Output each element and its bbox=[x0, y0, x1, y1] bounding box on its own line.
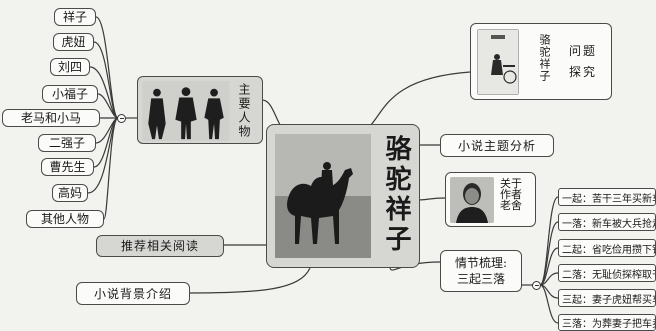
characters-illustration bbox=[142, 81, 230, 141]
author-box: 关于作者老舍 bbox=[445, 172, 536, 227]
character-gaoma: 高妈 bbox=[52, 184, 88, 202]
plot-item-fall-1: 一落：新车被大兵抢走 bbox=[558, 213, 656, 231]
author-label: 关于作者老舍 bbox=[500, 177, 522, 212]
characters-hub-node bbox=[117, 114, 126, 123]
plot-item-fall-2: 二落：无耻侦探榨取干 bbox=[558, 264, 656, 282]
book-cover-illustration bbox=[477, 29, 519, 95]
center-title-box: 骆驼祥子 bbox=[266, 124, 420, 268]
question-label: 问题探究 bbox=[569, 44, 598, 79]
character-laoma-xiaoma: 老马和小马 bbox=[2, 109, 100, 127]
character-mr-cao: 曹先生 bbox=[41, 158, 94, 176]
author-portrait bbox=[450, 177, 494, 223]
plot-item-fall-3: 三落：为葬妻子把车卖 bbox=[558, 314, 656, 331]
plot-summary-label-line1: 情节梳理: bbox=[454, 256, 508, 270]
character-huniu: 虎妞 bbox=[53, 33, 94, 51]
character-xiangzi: 祥子 bbox=[54, 8, 96, 26]
camel-illustration bbox=[275, 134, 371, 258]
character-liusi: 刘四 bbox=[50, 58, 90, 76]
plot-summary-box: 情节梳理: 三起三落 bbox=[440, 250, 522, 292]
plot-item-rise-1: 一起：苦干三年买新车 bbox=[558, 188, 656, 206]
main-characters-label: 主要人物 bbox=[237, 83, 251, 139]
plot-summary-label-line2: 三起三落 bbox=[456, 272, 505, 286]
theme-analysis-box: 小说主题分析 bbox=[440, 134, 554, 157]
main-characters-box: 主要人物 bbox=[137, 76, 263, 144]
character-others: 其他人物 bbox=[26, 210, 104, 228]
plot-item-rise-3: 三起：妻子虎妞帮买车 bbox=[558, 289, 656, 307]
plot-hub-node bbox=[532, 281, 541, 290]
center-title: 骆驼祥子 bbox=[381, 135, 411, 255]
character-xiaofuzi: 小福子 bbox=[42, 85, 98, 103]
question-book-title: 骆驼祥子 bbox=[538, 34, 551, 82]
background-intro-box: 小说背景介绍 bbox=[76, 282, 190, 305]
recommended-reading-box: 推荐相关阅读 bbox=[96, 235, 224, 257]
character-erqiangzi: 二强子 bbox=[38, 134, 96, 152]
plot-item-rise-2: 二起：省吃俭用攒下钱 bbox=[558, 239, 656, 257]
question-box: 骆驼祥子 问题探究 bbox=[470, 23, 612, 100]
